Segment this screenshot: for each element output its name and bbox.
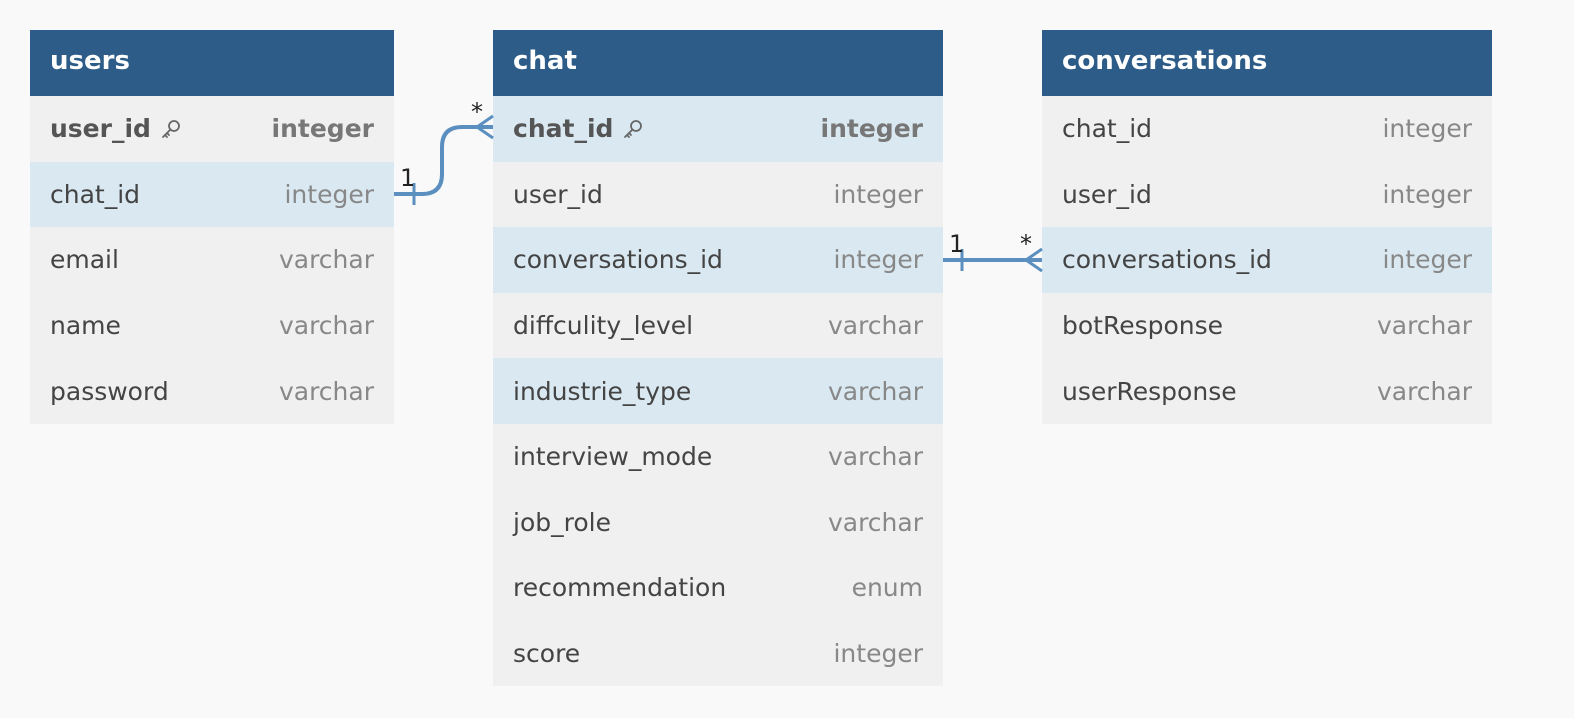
field-type: integer: [1382, 114, 1472, 144]
field-conversations-userResponse[interactable]: userResponse varchar: [1042, 358, 1492, 424]
relation-line: [394, 125, 493, 196]
field-type: integer: [1382, 179, 1472, 209]
many-marker: [474, 114, 494, 140]
field-chat-job_role[interactable]: job_role varchar: [493, 489, 943, 556]
field-chat-chat_id[interactable]: chat_id integer: [493, 96, 943, 162]
field-name: interview_mode: [513, 442, 713, 472]
field-users-user_id[interactable]: user_id integer: [30, 96, 394, 162]
field-name: diffculity_level: [513, 311, 694, 341]
field-chat-user_id[interactable]: user_id integer: [493, 161, 943, 228]
key-icon: [159, 117, 183, 141]
field-type: varchar: [278, 245, 374, 275]
key-icon: [621, 117, 645, 141]
field-type: enum: [851, 573, 923, 603]
field-name: score: [513, 639, 581, 669]
field-name: email: [50, 245, 119, 275]
field-type: varchar: [1376, 376, 1472, 406]
table-users-header[interactable]: users: [30, 30, 394, 96]
field-name: user_id: [50, 114, 151, 144]
field-type: varchar: [278, 376, 374, 406]
field-chat-conversations_id[interactable]: conversations_id integer: [493, 227, 943, 293]
field-type: integer: [833, 639, 923, 669]
field-conversations-user_id[interactable]: user_id integer: [1042, 161, 1492, 228]
field-users-email[interactable]: email varchar: [30, 227, 394, 293]
many-marker: [1023, 247, 1043, 273]
field-users-password[interactable]: password varchar: [30, 358, 394, 424]
field-type: varchar: [827, 376, 923, 406]
field-type: varchar: [827, 507, 923, 537]
field-name: industrie_type: [513, 376, 692, 406]
field-conversations-botResponse[interactable]: botResponse varchar: [1042, 292, 1492, 359]
field-type: integer: [271, 114, 374, 144]
field-type: integer: [1382, 245, 1472, 275]
cardinality-many: *: [1020, 230, 1032, 258]
table-users[interactable]: users user_id integer chat_id integer em…: [30, 30, 394, 424]
field-type: varchar: [827, 311, 923, 341]
field-type: varchar: [1376, 311, 1472, 341]
field-name: user_id: [513, 179, 603, 209]
table-conversations[interactable]: conversations chat_id integer user_id in…: [1042, 30, 1492, 424]
field-type: varchar: [278, 311, 374, 341]
field-conversations-conversations_id[interactable]: conversations_id integer: [1042, 227, 1492, 293]
field-type: integer: [820, 114, 923, 144]
field-type: integer: [833, 179, 923, 209]
field-chat-industrie_type[interactable]: industrie_type varchar: [493, 358, 943, 424]
field-name: job_role: [513, 507, 611, 537]
field-name: recommendation: [513, 573, 727, 603]
field-type: integer: [833, 245, 923, 275]
field-chat-interview_mode[interactable]: interview_mode varchar: [493, 423, 943, 490]
field-chat-score[interactable]: score integer: [493, 620, 943, 687]
field-chat-recommendation[interactable]: recommendation enum: [493, 555, 943, 621]
field-type: varchar: [827, 442, 923, 472]
field-name: userResponse: [1062, 376, 1237, 406]
field-users-name[interactable]: name varchar: [30, 292, 394, 359]
table-chat-header[interactable]: chat: [493, 30, 943, 96]
field-name: conversations_id: [513, 245, 723, 275]
field-name: user_id: [1062, 179, 1152, 209]
cardinality-many: *: [471, 98, 483, 126]
field-name: conversations_id: [1062, 245, 1272, 275]
field-chat-diffculity_level[interactable]: diffculity_level varchar: [493, 292, 943, 359]
field-users-chat_id[interactable]: chat_id integer: [30, 161, 394, 228]
field-name: botResponse: [1062, 311, 1224, 341]
table-conversations-header[interactable]: conversations: [1042, 30, 1492, 96]
cardinality-one: 1: [949, 230, 964, 258]
field-type: integer: [284, 179, 374, 209]
relation-users-chat[interactable]: 1 *: [394, 98, 494, 205]
cardinality-one: 1: [400, 164, 415, 192]
field-conversations-chat_id[interactable]: chat_id integer: [1042, 96, 1492, 162]
field-name: chat_id: [513, 114, 614, 144]
field-name: password: [50, 376, 169, 406]
field-name: name: [50, 311, 121, 341]
field-name: chat_id: [50, 179, 141, 209]
table-chat[interactable]: chat chat_id integer user_id integer con…: [493, 30, 943, 687]
field-name: chat_id: [1062, 114, 1153, 144]
relation-chat-conversations[interactable]: 1 *: [943, 230, 1043, 273]
